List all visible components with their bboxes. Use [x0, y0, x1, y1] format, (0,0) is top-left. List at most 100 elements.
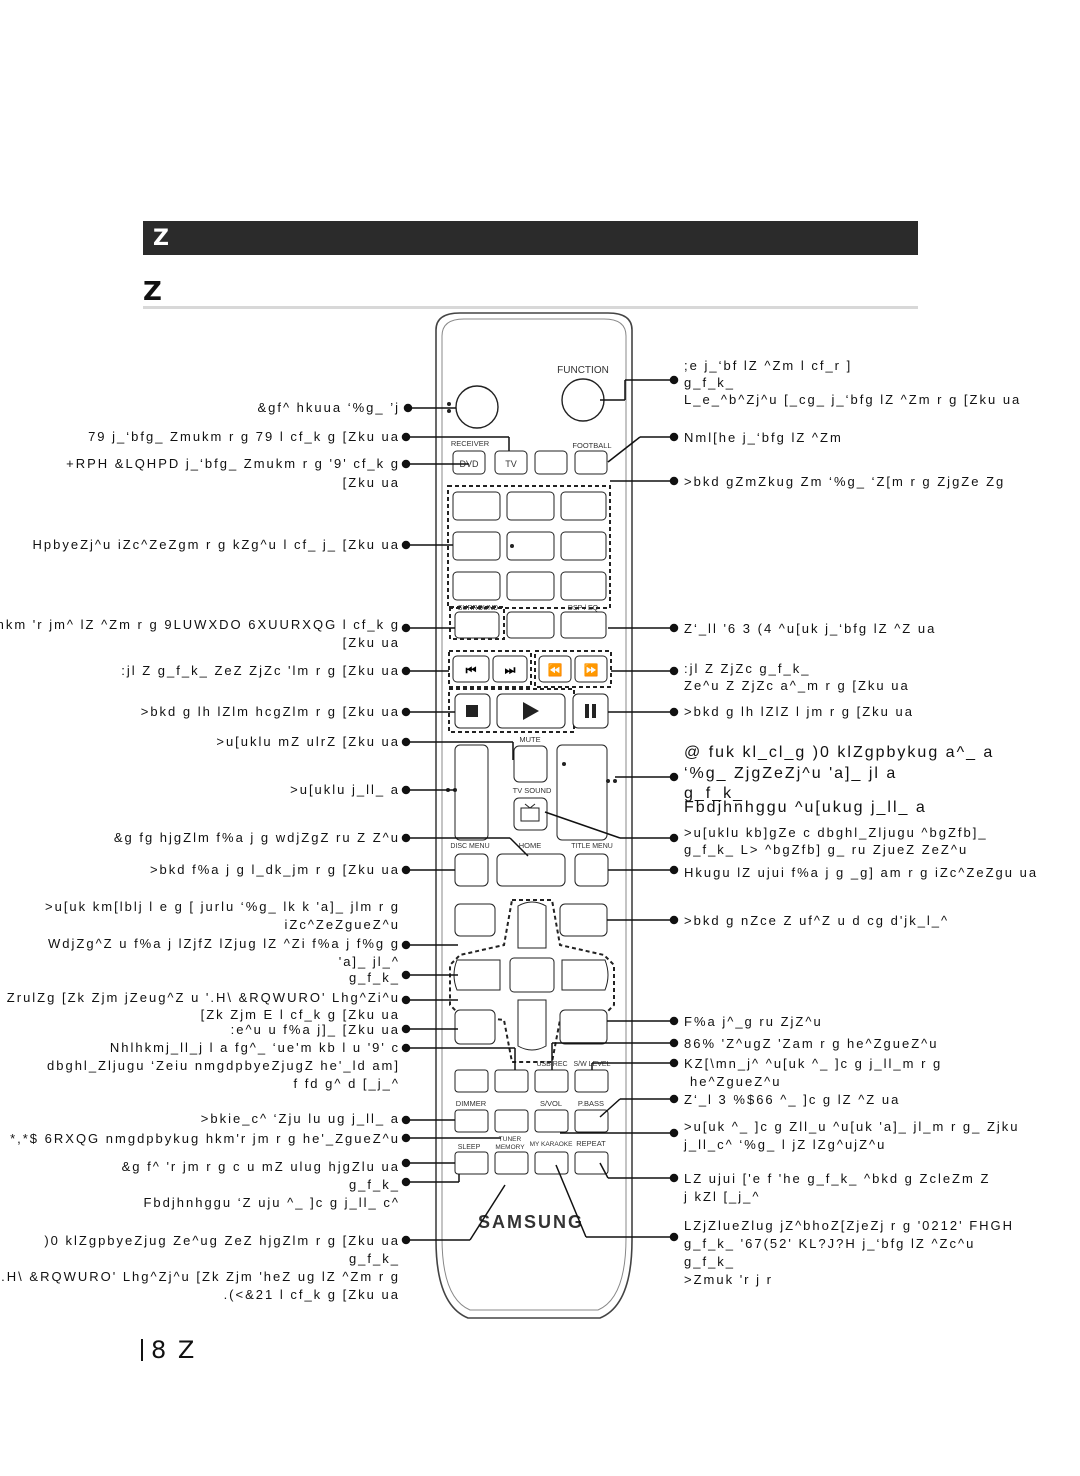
right-label: >Zmuk 'r j r [684, 1272, 773, 1287]
title-menu-key-label: TITLE MENU [571, 843, 613, 850]
numeric-keys [452, 491, 607, 601]
right-label: g_f_k_ '67(52' KL?J?H j_‘bfg lZ ^Zc^u [684, 1236, 976, 1251]
right-button [561, 959, 609, 991]
right-label: Nml[he j_‘bfg lZ ^Zm [684, 430, 843, 445]
return-button [454, 1009, 496, 1045]
left-label: >bkd f%a j g l_dk_jm r g [Zku ua [149, 862, 400, 877]
power-button [455, 385, 499, 429]
home-key-label: HOME [519, 841, 542, 850]
dvd-key-label: DVD [459, 459, 479, 469]
right-label: g_f_k_ [684, 1254, 736, 1269]
left-label: g_f_k_ [348, 970, 400, 985]
right-label: LZjZlueZlug jZ^bhoZ[ZjeZj r g '0212' FHG… [684, 1218, 1015, 1233]
my-karaoke-key-label: MY KARAOKE [530, 1141, 574, 1148]
skip-search-keys [452, 655, 608, 683]
page-number-bar [141, 1339, 143, 1361]
left-label: g_f_k_ [348, 1251, 400, 1266]
disc-menu-button [454, 853, 489, 887]
surround-group [449, 606, 505, 640]
left-label: '.H\ &RQWURO' Lhg^Zj^u [Zk Zjm 'heZ ug l… [0, 1269, 400, 1284]
left-label: &g fg hjgZlm f%a j g wdjZgZ ru Z Z^u [113, 830, 400, 845]
section-header-bar: Z [143, 221, 918, 255]
football-key-label: FOOTBALL [572, 441, 611, 450]
left-label: +RPH &LQHPD j_‘bfg_ Zmukm r g '9' cf_k g [66, 456, 400, 471]
left-label: >bkie_c^ ‘Zju lu ug j_ll_ a [200, 1111, 400, 1126]
keypad-dot [510, 544, 514, 548]
rewind-icon: ⏪ [548, 663, 563, 677]
subtitle-rule [143, 306, 918, 309]
title-menu-button [574, 853, 609, 887]
left-button [453, 959, 501, 991]
mute-button [513, 745, 548, 783]
right-label: Hkugu lZ ujui f%a j g _g] am r g iZc^ZeZ… [684, 865, 1039, 880]
right-label: @ fuk kl_cl_g )0 klZgpbykug a^_ a [684, 744, 995, 761]
football-button [574, 450, 608, 475]
right-label: L_e_^b^Zj^u [_cg_ j_‘bfg lZ ^Zm r g [Zku… [684, 392, 1022, 407]
home-button [496, 853, 566, 887]
left-label: &gf^ hkuua ‘%g_ ’j [257, 400, 400, 415]
fast-forward-icon: ⏩ [584, 663, 599, 677]
left-label: HpbyeZj^u iZc^ZeZgm r g kZg^u l cf_ j_ [… [32, 537, 400, 552]
blank-source-button [534, 450, 568, 475]
power-led-dot [447, 409, 451, 413]
right-label: F%a j^_g ru ZjZ^u [684, 1014, 823, 1029]
down-button [517, 999, 547, 1051]
pause-button [572, 693, 609, 729]
p-bass-key-label: P.BASS [578, 1099, 604, 1108]
left-label: *,*$ 6RXQG nmgdpbykug hkm'r jm r g he'_Z… [10, 1131, 400, 1146]
left-label: >u[uklu mZ ulrZ [Zku ua [216, 734, 400, 749]
right-label: LZ ujui ['e f 'he g_f_k_ ^bkd g ZcleZm Z [684, 1171, 991, 1186]
left-label: :jl Z g_f_k_ ZeZ ZjZc 'lm r g [Zku ua [121, 663, 400, 678]
right-label: >u[uklu kb]gZe c dbghl_Zljugu ^bgZfb]_ [684, 825, 988, 840]
numeric-keypad-group [447, 485, 611, 609]
tv-sound-key-label: TV SOUND [513, 786, 552, 795]
right-label: g_f_k_ [684, 785, 745, 802]
right-callout-lines [544, 375, 679, 1242]
tools-button [454, 903, 496, 937]
info-button [559, 903, 608, 937]
zero-button [506, 611, 555, 639]
mute-key-label: MUTE [519, 735, 540, 744]
left-label: f fd g^ d [_j_^ [293, 1076, 400, 1091]
right-label: >bkd g nZce Z uf^Z u d cg d'jk_l_^ [684, 913, 950, 928]
left-label: [Zk Zjm E l cf_k g [Zku ua [200, 1007, 400, 1022]
tv-button [494, 450, 528, 475]
section-header-icon: Z [153, 226, 169, 251]
left-label: dbghl_Zljugu ‘Zeiu nmgdpbyeZjugZ he'_ld … [47, 1058, 400, 1073]
dsp-eq-key-label: DSP / EQ [568, 605, 599, 612]
search-group [534, 650, 612, 688]
left-label: [Zku ua [342, 635, 400, 650]
tv-sound-button [513, 797, 548, 831]
left-label: &g f^ 'r jm r g c u mZ ulug hjgZlu ua [121, 1159, 400, 1174]
dimmer-key-label: DIMMER [456, 1099, 487, 1108]
sound-keys-row [454, 1109, 609, 1133]
function-button [561, 378, 605, 422]
disc-menu-key-label: DISC MENU [450, 843, 489, 850]
samsung-logo: SAMSUNG [478, 1212, 584, 1232]
left-label: [Zku ua [342, 475, 400, 490]
left-label: iZc^ZeZgueZ^u [284, 917, 400, 932]
surround-key-label: SURROUND [458, 605, 498, 612]
right-label: 86% 'Z^ugZ 'Zam r g he^ZgueZ^u [684, 1036, 939, 1051]
surround-button [454, 611, 500, 639]
play-icon [523, 702, 539, 720]
right-label: KZ[\mn_j^ ^u[uk ^_ ]c g j_ll_m r g [684, 1056, 943, 1071]
skip-group [448, 650, 532, 688]
page-number: 8 Z [141, 1336, 196, 1364]
left-label: >bkd g lh lZlm hcgZlm r g [Zku ua [140, 704, 400, 719]
right-label: j_ll_c^ ‘%g_ l jZ lZg^ujZ^u [684, 1137, 887, 1152]
right-label: :jl Z ZjZc g_f_k_ [684, 661, 811, 676]
memory-key-label: MEMORY [495, 1144, 525, 1151]
left-label: 'a]_ jl_^ [338, 954, 400, 969]
sleep-key-label: SLEEP [458, 1144, 481, 1151]
left-label: Fbdjhnhggu ‘Z uju ^_ ]c g j_ll_ c^ [143, 1195, 400, 1210]
up-button [517, 901, 547, 949]
s-vol-key-label: S/VOL [540, 1099, 562, 1108]
color-keys-row [454, 1069, 609, 1093]
right-label: Ze^u Z ZjZc a^_m r g [Zku ua [684, 678, 910, 693]
right-label: >bkd g lh lZlZ l jm r g [Zku ua [684, 704, 914, 719]
remote-body-inner [441, 318, 627, 1311]
right-label: ;e j_‘bf lZ ^Zm l cf_r ] [684, 358, 853, 373]
right-label: ‘%g_ ZjgZeZj^u 'a]_ jl a [684, 765, 898, 782]
